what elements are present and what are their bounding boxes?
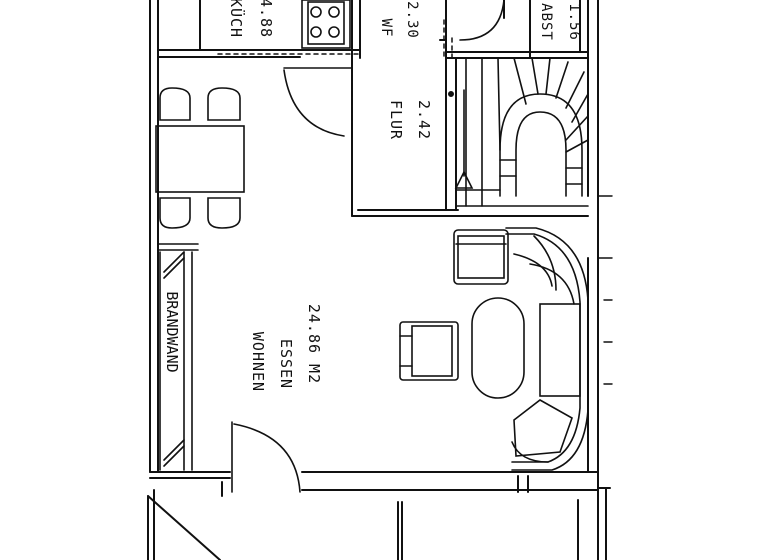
wc-area: 2.30 (404, 1, 420, 39)
wc-label: WF (378, 18, 394, 38)
doors (231, 0, 505, 493)
outer-walls (147, 0, 611, 560)
window-marks (597, 195, 613, 385)
armchair (399, 321, 459, 381)
upper-partitions (157, 0, 589, 139)
living-label: WOHNEN (249, 331, 267, 393)
living-area: 24.86 M2 (305, 303, 323, 385)
storage-area: 1.56 (566, 3, 582, 41)
dining-label: ESSEN (277, 338, 295, 390)
hidden-lines (217, 19, 453, 141)
coffee-table (471, 297, 525, 399)
hall-label: FLUR (387, 99, 405, 141)
hall-partitions (351, 57, 589, 217)
hall-area: 2.42 (415, 99, 433, 141)
party-wall-label: BRANDWAND (163, 291, 181, 373)
party-wall (157, 243, 199, 471)
staircase (447, 57, 589, 207)
stove (301, 0, 351, 49)
kitchen-area: 4.88 (257, 0, 275, 39)
sectional-sofa (453, 227, 589, 471)
dining-set (155, 87, 245, 229)
storage-label: ABST (538, 3, 554, 41)
kitchen-label: KÜCH (227, 0, 245, 39)
